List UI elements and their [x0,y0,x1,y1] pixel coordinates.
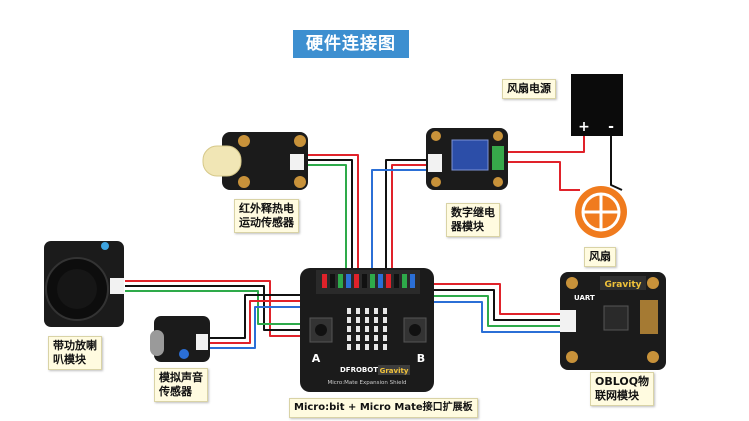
header-pin [394,274,399,288]
obloq-brand-text: Gravity [604,280,641,290]
obloq-module: Gravity UART [560,272,666,370]
led-pixel [383,326,387,332]
label-fan-power: 风扇电源 [502,79,556,99]
led-pixel [347,335,351,341]
wire-relay-to-power [508,135,585,153]
diagram-title: 硬件连接图 [293,30,409,58]
shield-gravity-text: Gravity [380,367,409,375]
led-pixel [365,326,369,332]
label-shield: Micro:bit + Micro Mate接口扩展板 [289,398,478,418]
wire-sound-blue [210,306,306,349]
led-pixel [347,326,351,332]
wire-power-to-fan [610,135,623,191]
shield-pin-header [322,274,415,288]
wire-relay-blue [371,169,428,272]
led-pixel [365,317,369,323]
sound-sensor-module [150,316,210,362]
led-pixel [374,308,378,314]
wire-sound-black [210,294,306,339]
led-pixel [383,344,387,350]
wire-relay-to-fan [508,161,580,191]
led-matrix [347,308,387,350]
led-pixel [374,344,378,350]
power-plus-label: + [578,119,590,135]
pir-sensor-module [202,132,308,190]
wire-sound-red [210,300,306,344]
label-fan: 风扇 [584,247,616,267]
header-pin [338,274,343,288]
led-pixel [374,335,378,341]
header-pin [402,274,407,288]
header-pin [354,274,359,288]
label-relay: 数字继电 器模块 [446,203,500,237]
shield-name-text: Micro:Mate Expansion Shield [327,380,406,386]
shield-pin-a: A [312,352,321,365]
obloq-uart-text: UART [574,294,595,302]
label-obloq: OBLOQ物 联网模块 [590,372,655,406]
led-pixel [356,326,360,332]
wire-relay-black [385,159,428,272]
wire-relay-red [391,164,428,272]
relay-module [426,128,508,190]
wire-pir-black [308,159,353,272]
label-sound-sensor: 模拟声音 传感器 [154,368,208,402]
wire-pir-red [308,154,359,272]
header-pin [362,274,367,288]
led-pixel [383,317,387,323]
header-pin [378,274,383,288]
led-pixel [374,317,378,323]
expansion-shield: A B DFROBOT Gravity Micro:Mate Expansion… [300,268,434,392]
shield-pin-b: B [417,352,425,365]
header-pin [330,274,335,288]
led-pixel [383,308,387,314]
led-pixel [356,317,360,323]
led-pixel [365,308,369,314]
wire-speaker-red [125,280,308,337]
wire-pir-green [308,164,347,272]
wire-obloq-green [432,295,560,327]
header-pin [322,274,327,288]
header-pin [346,274,351,288]
led-pixel [365,335,369,341]
speaker-module [44,241,124,327]
led-pixel [347,317,351,323]
wire-obloq-black [432,289,560,321]
label-speaker: 带功放喇 叭模块 [48,336,102,370]
led-pixel [347,344,351,350]
power-minus-label: - [608,119,614,135]
fan-icon [575,186,627,238]
led-pixel [356,308,360,314]
led-pixel [374,326,378,332]
led-pixel [383,335,387,341]
led-pixel [365,344,369,350]
shield-brand-text: DFROBOT [340,366,378,374]
fan-power-supply: + - [571,74,623,136]
led-pixel [356,335,360,341]
header-pin [410,274,415,288]
led-pixel [356,344,360,350]
header-pin [386,274,391,288]
led-pixel [347,308,351,314]
wire-obloq-blue [432,301,560,333]
header-pin [370,274,375,288]
wire-obloq-red [432,283,560,315]
label-pir-sensor: 红外释热电 运动传感器 [234,199,299,233]
